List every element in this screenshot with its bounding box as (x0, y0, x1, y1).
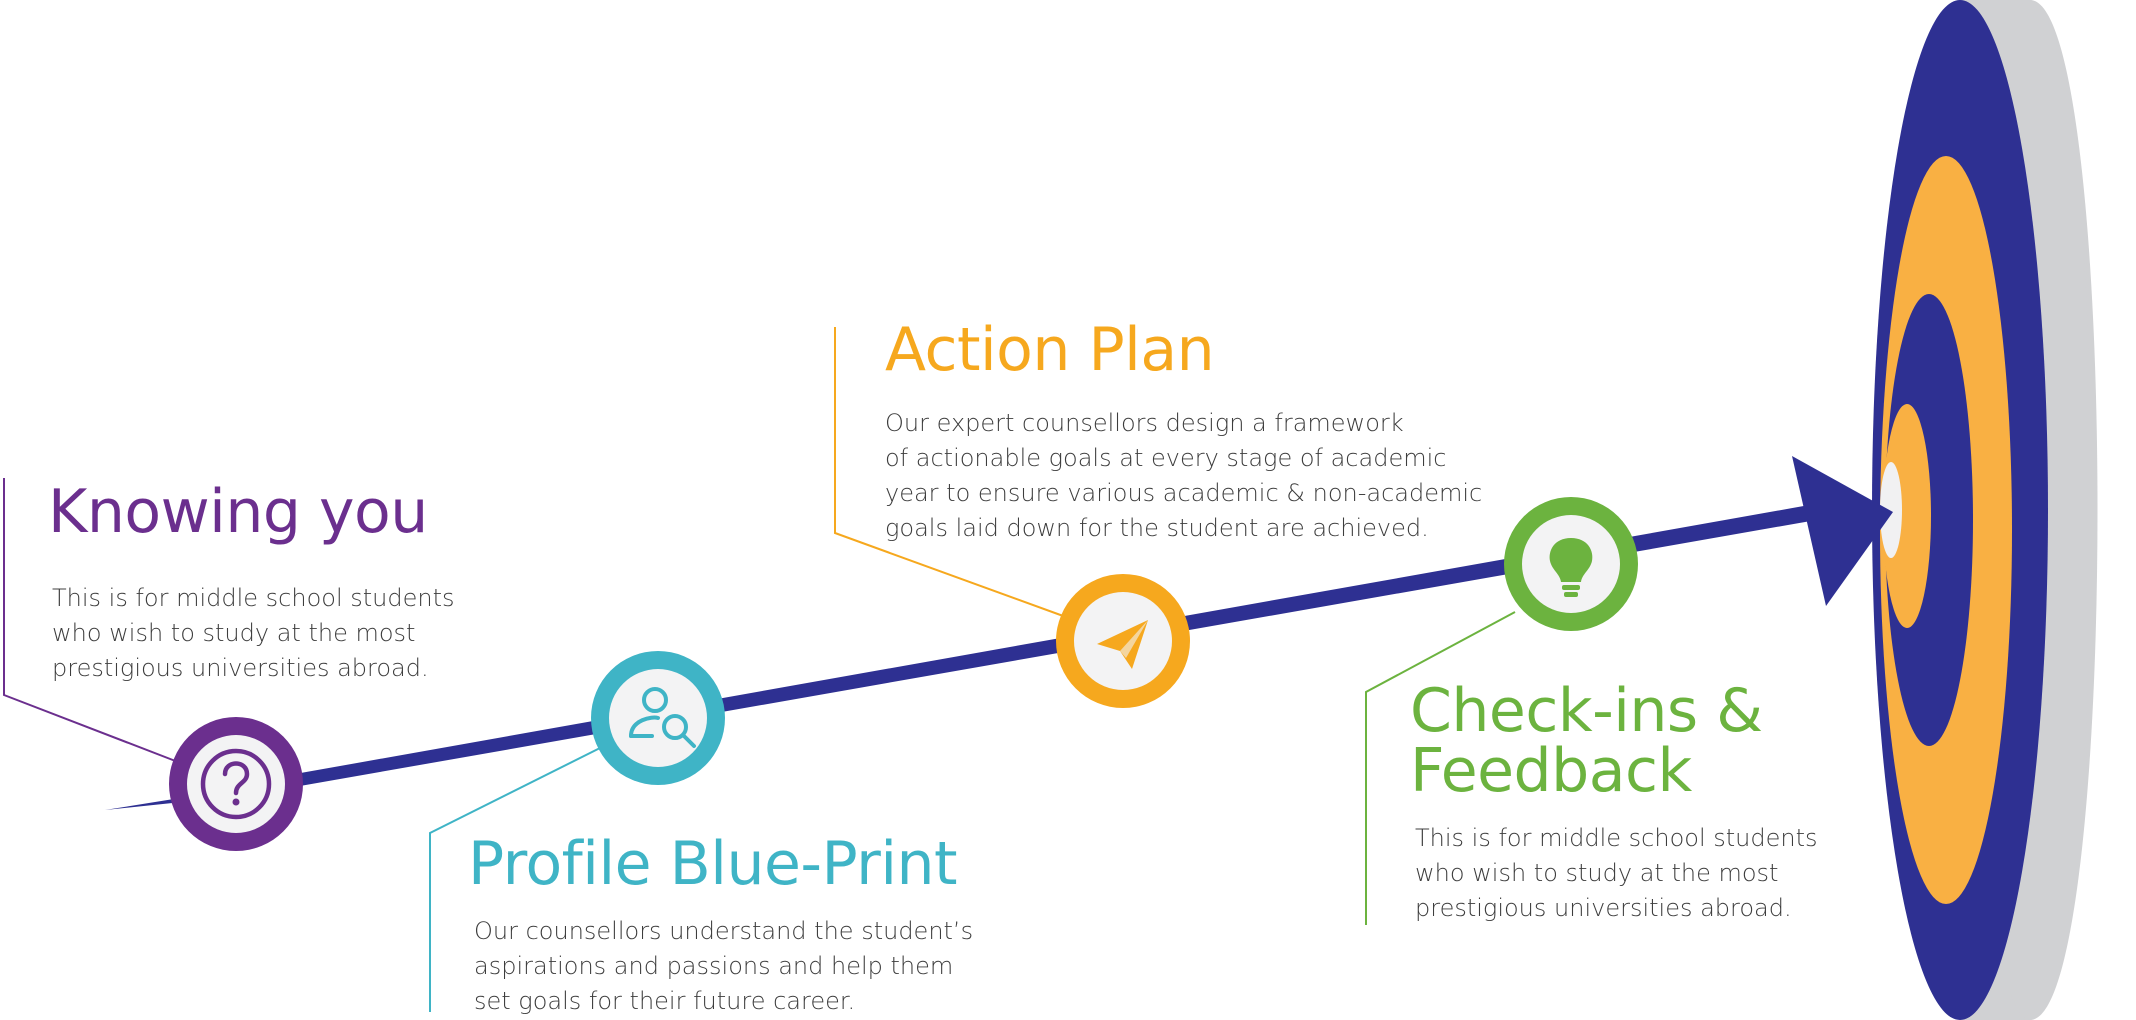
description-line: prestigious universities abroad. (52, 654, 429, 682)
description-line: who wish to study at the most (1415, 859, 1779, 887)
description-line: set goals for their future career. (474, 987, 856, 1015)
knowing-step-marker (169, 717, 303, 851)
knowing-you-description: This is for middle school students who w… (52, 581, 455, 686)
description-line: of actionable goals at every stage of ac… (885, 444, 1447, 472)
description-line: who wish to study at the most (52, 619, 416, 647)
profile-step-marker (591, 651, 725, 785)
description-line: goals laid down for the student are achi… (885, 514, 1429, 542)
profile-connector-line (429, 743, 609, 1012)
title-line: Feedback (1410, 736, 1692, 806)
title-line: Check-ins & (1410, 676, 1763, 746)
check-connector-line (1365, 611, 1516, 925)
target-ring-orange-inner (1883, 404, 1931, 628)
description-line: Our counsellors understand the student’s (474, 917, 974, 945)
arrow-tail-sliver (105, 798, 182, 810)
target-icon (1872, 0, 2098, 1020)
check-step-marker (1504, 497, 1638, 631)
description-line: year to ensure various academic & non-ac… (885, 479, 1483, 507)
check-ins-feedback-description: This is for middle school students who w… (1415, 821, 1818, 926)
profile-blueprint-title: Profile Blue-Print (468, 829, 958, 899)
description-line: prestigious universities abroad. (1415, 894, 1792, 922)
description-line: This is for middle school students (52, 584, 455, 612)
lightbulb-icon (1549, 538, 1593, 597)
action-plan-title: Action Plan (885, 315, 1215, 385)
person-search-icon (629, 687, 696, 748)
action-step-marker (1056, 574, 1190, 708)
action-plan-description: Our expert counsellors design a framewor… (885, 406, 1482, 546)
arrow-head (1792, 456, 1893, 606)
action-connector-line (834, 327, 1067, 618)
description-line: aspirations and passions and help them (474, 952, 954, 980)
knowing-connector-line (3, 478, 179, 763)
target-center (1880, 462, 1902, 558)
knowing-you-title: Knowing you (48, 477, 428, 547)
description-line: This is for middle school students (1415, 824, 1818, 852)
paper-plane-icon (1097, 620, 1148, 669)
description-line: Our expert counsellors design a framewor… (885, 409, 1404, 437)
profile-blueprint-description: Our counsellors understand the student’s… (474, 914, 973, 1019)
question-icon (200, 748, 272, 820)
check-ins-feedback-title: Check-ins & Feedback (1410, 681, 1763, 801)
